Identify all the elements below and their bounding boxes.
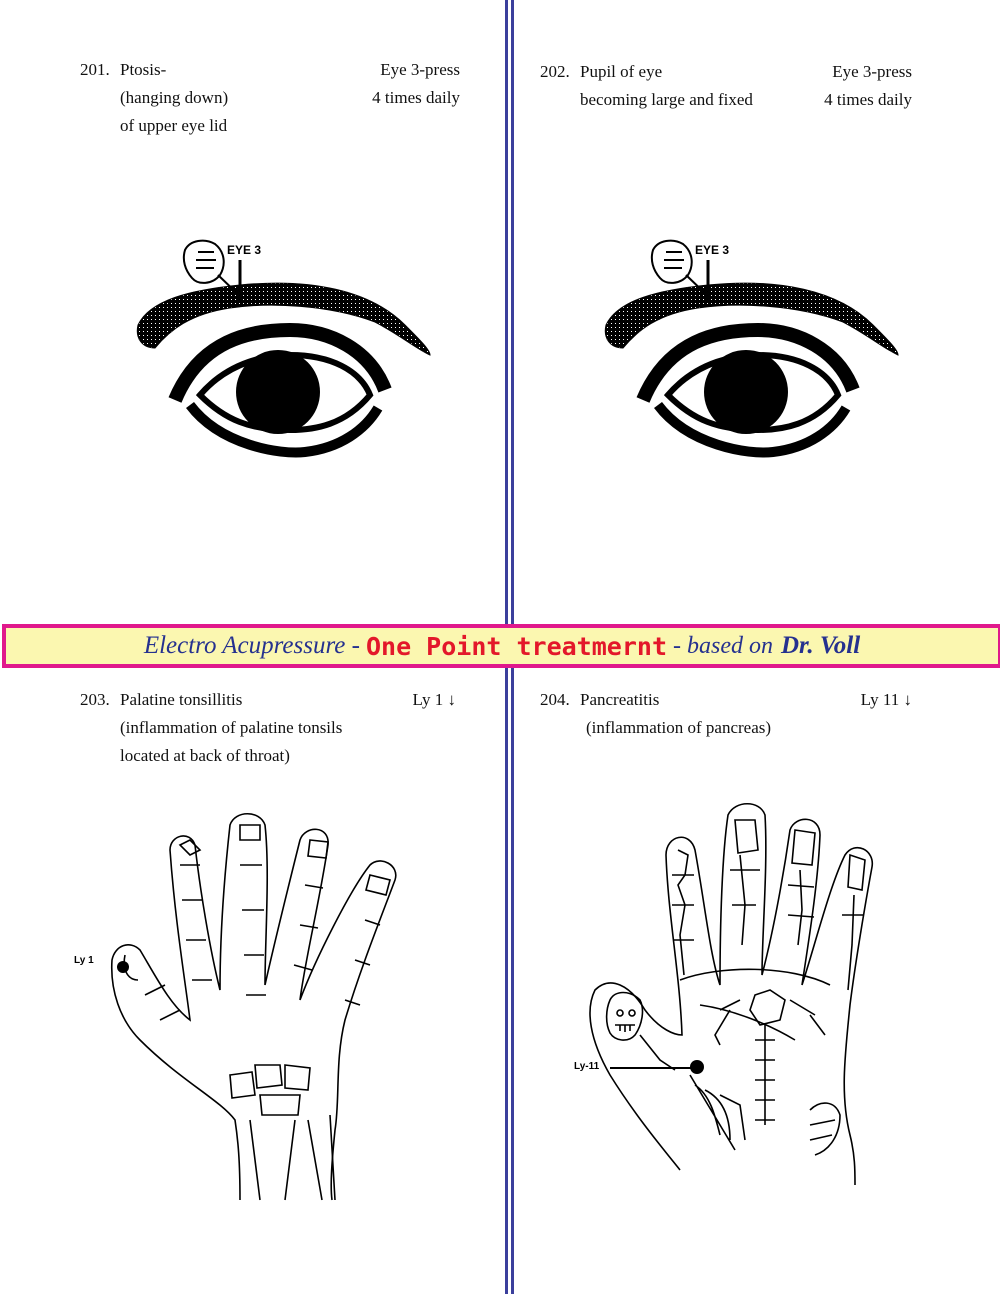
banner-part-2: One Point treatmernt: [365, 631, 667, 661]
treatment-line: Ly 1 ↓: [412, 690, 456, 709]
ly11-point-marker: [690, 1060, 704, 1074]
treatment-line: 4 times daily: [824, 90, 912, 109]
banner-part-3: - based on: [673, 632, 773, 659]
treatment-line: 4 times daily: [372, 88, 460, 107]
point-label: EYE 3: [695, 243, 729, 257]
pressing-hand-icon: [650, 239, 711, 299]
treatment-line: Eye 3-press: [832, 62, 912, 81]
palm-outline: [589, 802, 873, 1186]
condition-line: Ptosis-: [120, 60, 167, 79]
hand-skeleton-figure-203: Ly 1: [74, 812, 397, 1201]
entry-number: 204.: [540, 690, 570, 709]
entry-201-text: 201. Ptosis- (hanging down) of upper eye…: [80, 56, 470, 146]
thumb-skull: [605, 991, 644, 1041]
point-label: Ly 1: [74, 955, 94, 966]
banner-part-4: Dr. Voll: [780, 632, 861, 659]
condition-line: Pancreatitis: [580, 690, 660, 709]
pressing-hand-icon: [182, 239, 243, 299]
palm-figure-204: Ly-11: [574, 802, 873, 1186]
iris: [236, 350, 320, 434]
ly1-point-marker: [117, 961, 129, 973]
condition-line: (hanging down): [120, 88, 229, 107]
entry-202-text: 202. Pupil of eye becoming large and fix…: [540, 58, 920, 118]
eyebrow: [136, 282, 431, 356]
upper-eyelid: [636, 322, 860, 403]
point-label: EYE 3: [227, 243, 261, 257]
hand-outline: [110, 812, 397, 1201]
entry-203-text: 203. Palatine tonsillitis (inflammation …: [80, 686, 470, 776]
condition-line: (inflammation of pancreas): [586, 718, 772, 737]
entry-number: 201.: [80, 60, 110, 79]
iris: [704, 350, 788, 434]
condition-line: (inflammation of palatine tonsils: [120, 718, 343, 737]
condition-line: located at back of throat): [120, 746, 290, 765]
entry-number: 203.: [80, 690, 110, 709]
treatment-line: Eye 3-press: [380, 60, 460, 79]
title-banner: Electro Acupressure - One Point treatmer…: [2, 624, 1000, 668]
lower-lashes: [186, 401, 383, 458]
treatment-line: Ly 11 ↓: [860, 690, 912, 709]
entry-204-text: 204. Pancreatitis (inflammation of pancr…: [540, 686, 920, 746]
lower-lashes: [654, 401, 851, 458]
eye-figure-201: EYE 3: [136, 239, 431, 458]
condition-line: of upper eye lid: [120, 116, 228, 135]
eye-figure-202: EYE 3: [604, 239, 899, 458]
condition-line: Palatine tonsillitis: [120, 690, 243, 709]
upper-eyelid: [168, 322, 392, 403]
condition-line: Pupil of eye: [580, 62, 663, 81]
condition-line: becoming large and fixed: [580, 90, 753, 109]
entry-number: 202.: [540, 62, 570, 81]
eyebrow: [604, 282, 899, 356]
point-label: Ly-11: [574, 1061, 600, 1072]
banner-part-1: Electro Acupressure -: [143, 632, 360, 659]
